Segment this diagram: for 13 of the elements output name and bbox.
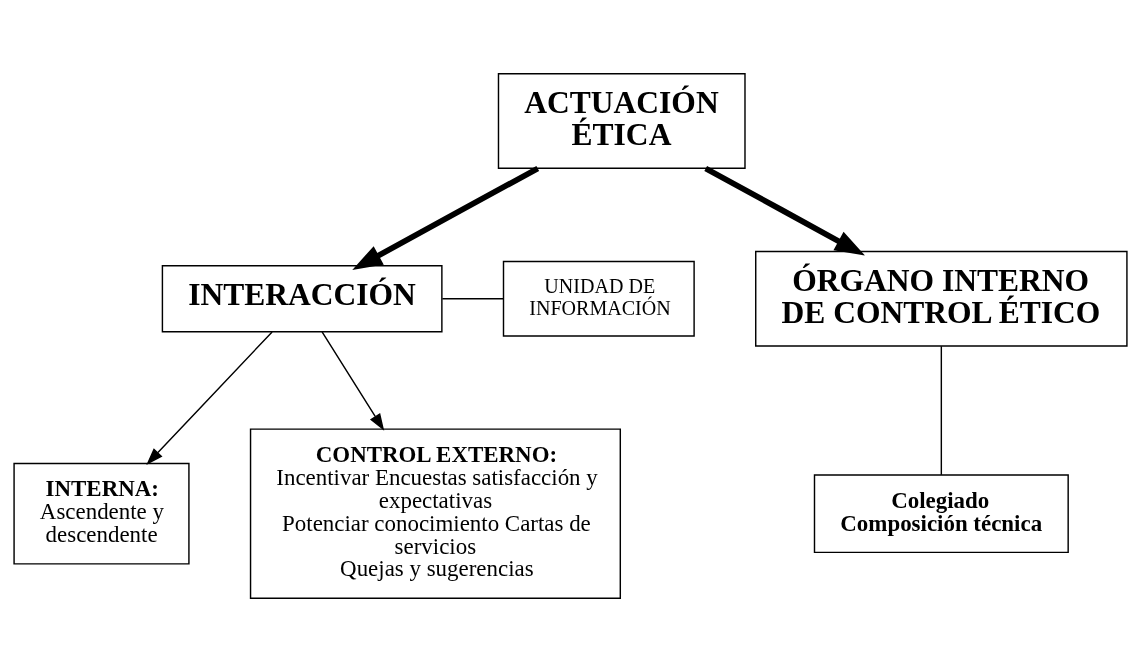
connector — [441, 297, 505, 299]
arrow — [146, 330, 273, 465]
node-box: ÓRGANO INTERNO DE CONTROL ÉTICO — [755, 250, 1128, 347]
node-box: UNIDAD DE INFORMACIÓN — [502, 260, 695, 337]
node-box: INTERNA: Ascendente y descendente — [13, 462, 190, 565]
connector — [940, 344, 943, 476]
arrow — [704, 165, 865, 256]
node-box: Colegiado Composición técnica — [813, 473, 1069, 553]
arrow — [352, 165, 540, 270]
node-box: INTERACCIÓN — [161, 264, 443, 332]
node-box: ACTUACIÓN ÉTICA — [497, 72, 746, 169]
arrow — [321, 330, 385, 431]
node-box: CONTROL EXTERNO: Incentivar Encuestas satisfacción y expectativas Potenciar conocimiento Cartas de servicios Quejas y sugerencias — [249, 427, 621, 599]
